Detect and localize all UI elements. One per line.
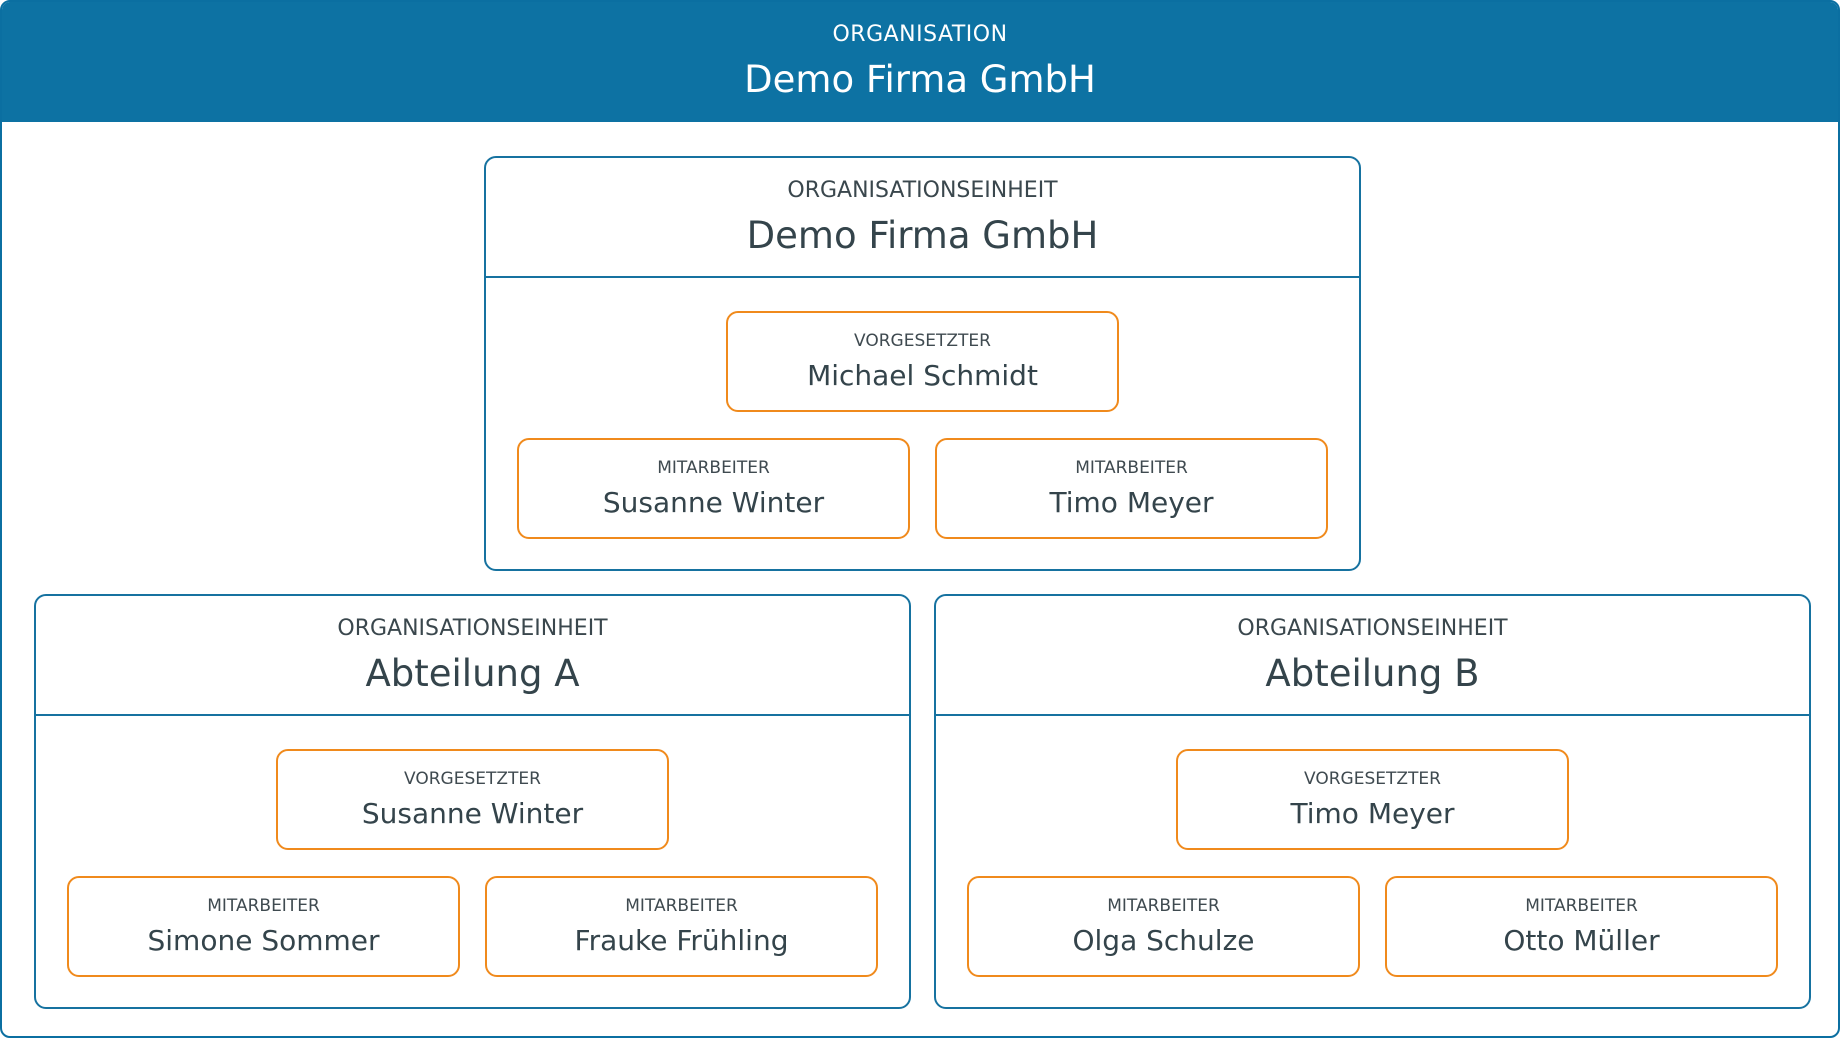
person-name: Simone Sommer xyxy=(147,924,380,957)
person-role: MITARBEITER xyxy=(1107,896,1220,916)
employee-card[interactable]: MITARBEITER Olga Schulze xyxy=(967,876,1360,977)
person-name: Timo Meyer xyxy=(1290,797,1455,830)
person-role: VORGESETZTER xyxy=(854,331,991,351)
person-name: Frauke Frühling xyxy=(574,924,789,957)
unit-kicker: ORGANISATIONSEINHEIT xyxy=(337,616,608,641)
person-name: Susanne Winter xyxy=(361,797,584,830)
person-name: Olga Schulze xyxy=(1072,924,1255,957)
person-name: Timo Meyer xyxy=(1049,486,1214,519)
unit-header: ORGANISATIONSEINHEIT Demo Firma GmbH xyxy=(486,158,1359,278)
organisation-header: ORGANISATION Demo Firma GmbH xyxy=(2,2,1838,122)
person-role: MITARBEITER xyxy=(1525,896,1638,916)
person-role: VORGESETZTER xyxy=(1304,769,1441,789)
person-name: Michael Schmidt xyxy=(807,359,1038,392)
unit-demo-firma[interactable]: ORGANISATIONSEINHEIT Demo Firma GmbH VOR… xyxy=(484,156,1361,571)
organisation-title: Demo Firma GmbH xyxy=(744,58,1096,101)
employee-card[interactable]: MITARBEITER Frauke Frühling xyxy=(485,876,878,977)
unit-header: ORGANISATIONSEINHEIT Abteilung A xyxy=(36,596,909,716)
unit-kicker: ORGANISATIONSEINHEIT xyxy=(1237,616,1508,641)
unit-abteilung-b[interactable]: ORGANISATIONSEINHEIT Abteilung B VORGESE… xyxy=(934,594,1811,1009)
employee-card[interactable]: MITARBEITER Simone Sommer xyxy=(67,876,460,977)
unit-title: Abteilung A xyxy=(365,652,580,695)
unit-kicker: ORGANISATIONSEINHEIT xyxy=(787,178,1058,203)
person-role: MITARBEITER xyxy=(207,896,320,916)
supervisor-card[interactable]: VORGESETZTER Michael Schmidt xyxy=(726,311,1119,412)
unit-abteilung-a[interactable]: ORGANISATIONSEINHEIT Abteilung A VORGESE… xyxy=(34,594,911,1009)
supervisor-card[interactable]: VORGESETZTER Timo Meyer xyxy=(1176,749,1569,850)
person-name: Susanne Winter xyxy=(602,486,825,519)
employee-card[interactable]: MITARBEITER Susanne Winter xyxy=(517,438,910,539)
supervisor-card[interactable]: VORGESETZTER Susanne Winter xyxy=(276,749,669,850)
organisation-kicker: ORGANISATION xyxy=(832,22,1008,47)
employee-card[interactable]: MITARBEITER Otto Müller xyxy=(1385,876,1778,977)
person-name: Otto Müller xyxy=(1503,924,1660,957)
person-role: MITARBEITER xyxy=(625,896,738,916)
employee-card[interactable]: MITARBEITER Timo Meyer xyxy=(935,438,1328,539)
unit-title: Abteilung B xyxy=(1265,652,1480,695)
unit-header: ORGANISATIONSEINHEIT Abteilung B xyxy=(936,596,1809,716)
person-role: MITARBEITER xyxy=(1075,458,1188,478)
unit-title: Demo Firma GmbH xyxy=(746,214,1099,257)
person-role: MITARBEITER xyxy=(657,458,770,478)
person-role: VORGESETZTER xyxy=(404,769,541,789)
